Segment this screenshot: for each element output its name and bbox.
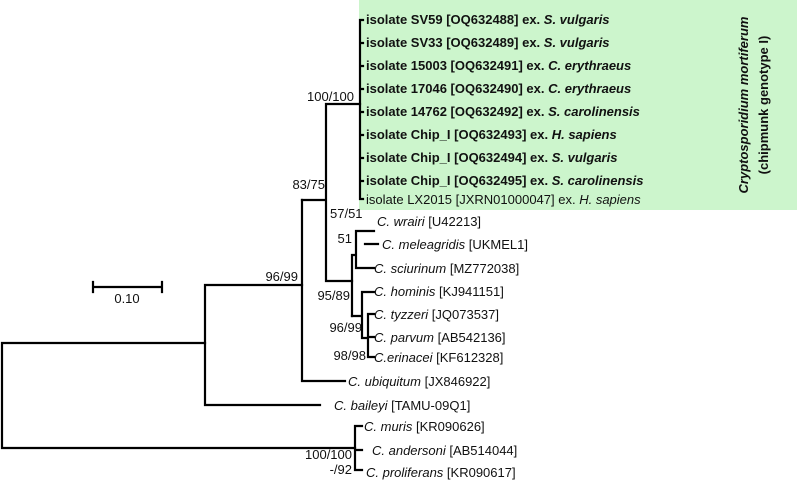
taxon-label: C. meleagridis [UKMEL1]	[382, 237, 528, 252]
support-value-parvum-group: 96/99	[329, 320, 362, 335]
taxon-species-name: C. muris	[364, 419, 413, 434]
support-value-mort-plus-rest: 83/75	[292, 177, 325, 192]
taxon-species-name: C. tyzzeri	[374, 307, 429, 322]
support-value-meleagridis-node: 51	[338, 231, 352, 246]
taxon-species-name: C. meleagridis	[382, 237, 466, 252]
taxon-label: C. hominis [KJ941151]	[374, 284, 504, 299]
taxon-label-text: [U42213]	[425, 214, 481, 229]
taxon-label: C. ubiquitum [JX846922]	[348, 374, 490, 389]
support-values: 100/100 83/75 96/99 57/51 51 95/89 96/99 98/98 1…	[265, 89, 366, 477]
branch-mort-plus-rest	[300, 198, 347, 383]
taxon-label: isolate SV59 [OQ632488] ex. S. vulgaris	[366, 12, 610, 27]
taxon-label: isolate 17046 [OQ632490] ex. C. erythrae…	[366, 81, 631, 96]
branch-root	[0, 341, 357, 450]
taxon-label: C. tyzzeri [JQ073537]	[374, 307, 499, 322]
branch-wrairi-group	[350, 229, 380, 318]
taxon-species-name: S. carolinensis	[552, 173, 644, 188]
taxon-label-text: [KF612328]	[433, 350, 504, 365]
branch-ingroup	[203, 283, 322, 407]
taxon-label-text: isolate LX2015 [JXRN01000047] ex.	[366, 192, 579, 207]
taxon-label-text: [KR090626]	[412, 419, 484, 434]
taxon-label-text: [MZ772038]	[446, 261, 519, 276]
taxon-label: C.erinacei [KF612328]	[374, 350, 503, 365]
support-value-ingroup: 96/99	[265, 269, 298, 284]
taxon-label: isolate 15003 [OQ632491] ex. C. erythrae…	[366, 58, 631, 73]
clade-label-group: Cryptosporidium mortiferum (chipmunk gen…	[736, 16, 771, 193]
taxon-label-text: [AB514044]	[446, 443, 518, 458]
tree-branches	[0, 18, 380, 450]
clade-genotype-label: (chipmunk genotype I)	[756, 36, 771, 175]
taxon-label: C. baileyi [TAMU-09Q1]	[334, 398, 470, 413]
support-value-wrairi-group: 57/51	[330, 206, 363, 221]
clade-species-label: Cryptosporidium mortiferum	[736, 16, 751, 193]
support-value-mortiferum: 100/100	[307, 89, 354, 104]
taxon-label: C. andersoni [AB514044]	[372, 443, 517, 458]
taxon-label: isolate 14762 [OQ632492] ex. S. caroline…	[366, 104, 640, 119]
taxon-label-text: isolate Chip_I [OQ632494] ex.	[366, 150, 552, 165]
taxon-label-text: [KR090617]	[443, 465, 515, 480]
taxon-label-text: [AB542136]	[434, 330, 506, 345]
taxon-species-name: H. sapiens	[552, 127, 617, 142]
taxon-label: C. muris [KR090626]	[364, 419, 485, 434]
taxon-label: C. parvum [AB542136]	[374, 330, 506, 345]
branch-hominis-group	[350, 290, 376, 359]
clade-highlight-box	[359, 0, 797, 210]
taxon-labels: isolate SV59 [OQ632488] ex. S. vulgarisi…	[334, 12, 643, 480]
taxon-species-name: S. vulgaris	[544, 35, 610, 50]
taxon-species-name: C. parvum	[374, 330, 434, 345]
taxon-species-name: C. proliferans	[366, 465, 444, 480]
taxon-label-text: isolate Chip_I [OQ632493] ex.	[366, 127, 552, 142]
taxon-label-text: isolate SV59 [OQ632488] ex.	[366, 12, 544, 27]
taxon-species-name: C. sciurinum	[374, 261, 446, 276]
taxon-species-name: C. erythraeus	[548, 81, 631, 96]
taxon-label: C. sciurinum [MZ772038]	[374, 261, 519, 276]
taxon-label: isolate Chip_I [OQ632493] ex. H. sapiens	[366, 127, 617, 142]
taxon-species-name: C. wrairi	[377, 214, 426, 229]
taxon-species-name: C. andersoni	[372, 443, 447, 458]
branch-muris-group	[353, 424, 364, 472]
taxon-label-text: [KJ941151]	[435, 284, 503, 299]
taxon-species-name: H. sapiens	[579, 192, 641, 207]
scale-bar-line	[91, 280, 164, 294]
taxon-label: isolate LX2015 [JXRN01000047] ex. H. sap…	[366, 192, 641, 207]
taxon-species-name: C. hominis	[374, 284, 436, 299]
taxon-label-text: [JX846922]	[421, 374, 490, 389]
branch-mortiferum-comb	[358, 18, 365, 201]
taxon-label-text: [UKMEL1]	[465, 237, 528, 252]
support-value-andersoni-node: -/92	[330, 462, 352, 477]
taxon-label: isolate SV33 [OQ632489] ex. S. vulgaris	[366, 35, 610, 50]
taxon-species-name: C. erythraeus	[548, 58, 631, 73]
branch-mortiferum-stem	[300, 102, 362, 283]
taxon-label: isolate Chip_I [OQ632495] ex. S. carolin…	[366, 173, 643, 188]
taxon-label: C. wrairi [U42213]	[377, 214, 481, 229]
muris-group-branches	[353, 424, 364, 472]
taxon-label-text: [JQ073537]	[428, 307, 499, 322]
taxon-species-name: S. carolinensis	[548, 104, 640, 119]
support-value-erinacei-node: 98/98	[333, 348, 366, 363]
taxon-label-text: isolate SV33 [OQ632489] ex.	[366, 35, 544, 50]
taxon-species-name: C. ubiquitum	[348, 374, 421, 389]
taxon-label-text: [TAMU-09Q1]	[387, 398, 470, 413]
support-value-hominis-group: 95/89	[317, 288, 350, 303]
taxon-species-name: S. vulgaris	[544, 12, 610, 27]
scale-bar-label: 0.10	[114, 291, 139, 306]
taxon-label: C. proliferans [KR090617]	[366, 465, 516, 480]
taxon-label-text: isolate 15003 [OQ632491] ex.	[366, 58, 548, 73]
scale-bar: 0.10	[91, 280, 164, 306]
taxon-label-text: isolate Chip_I [OQ632495] ex.	[366, 173, 552, 188]
taxon-species-name: C. baileyi	[334, 398, 389, 413]
taxon-label-text: isolate 14762 [OQ632492] ex.	[366, 104, 548, 119]
taxon-species-name: S. vulgaris	[552, 150, 618, 165]
taxon-label-text: isolate 17046 [OQ632490] ex.	[366, 81, 548, 96]
taxon-label: isolate Chip_I [OQ632494] ex. S. vulgari…	[366, 150, 617, 165]
taxon-species-name: C.erinacei	[374, 350, 434, 365]
support-value-muris-group: 100/100	[305, 447, 352, 462]
